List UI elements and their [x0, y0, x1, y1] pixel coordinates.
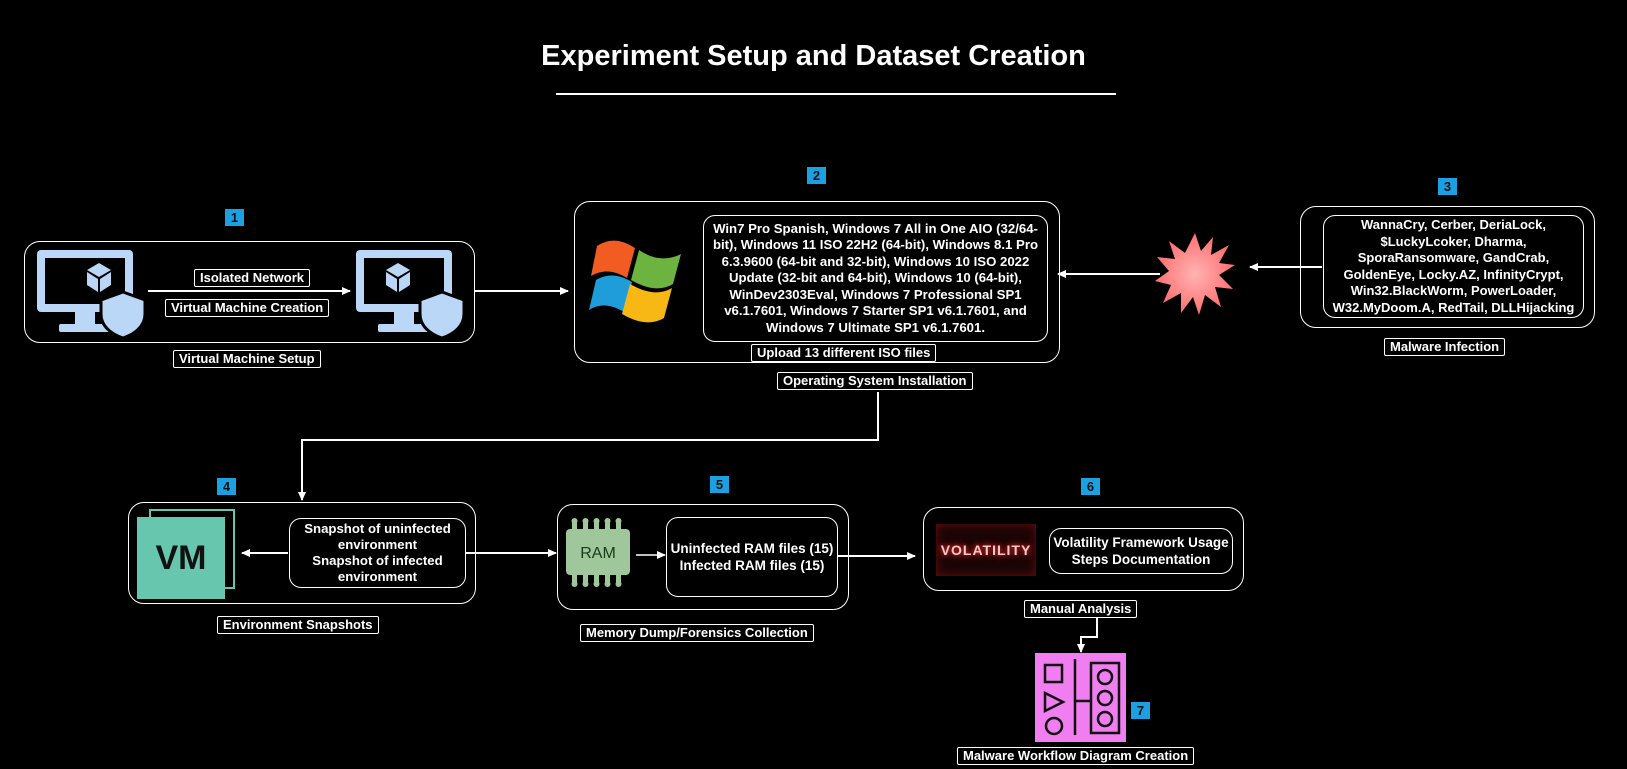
vm-creation-label: Virtual Machine Creation: [165, 299, 330, 317]
arrow-6-to-7: [1077, 617, 1098, 653]
steps-documentation: Steps Documentation: [1071, 552, 1211, 567]
step-1-badge: 1: [225, 209, 244, 226]
step-4-caption: Environment Snapshots: [217, 616, 379, 634]
ram-chip-icon: RAM: [566, 518, 630, 587]
ram-chip-label: RAM: [580, 545, 616, 562]
page-title: Experiment Setup and Dataset Creation: [541, 40, 1086, 72]
vm-icon: VM: [137, 509, 237, 599]
step-1-caption: Virtual Machine Setup: [173, 350, 321, 368]
step-7-badge: 7: [1131, 702, 1150, 719]
volatility-usage: Volatility Framework Usage: [1053, 535, 1229, 550]
step-5-caption: Memory Dump/Forensics Collection: [580, 624, 814, 642]
step-6-badge: 6: [1081, 478, 1100, 495]
malware-list-box: WannaCry, Cerber, DeriaLock, $LuckyLcoke…: [1323, 215, 1584, 318]
step-2-caption: Operating System Installation: [777, 372, 973, 390]
infected-ram-files: Infected RAM files (15): [679, 558, 825, 573]
step-4-badge: 4: [217, 478, 236, 495]
step-5-box: RAM Uninfected RAM files (15) Infected R…: [557, 504, 849, 610]
iso-upload-label: Upload 13 different ISO files: [751, 344, 937, 362]
workflow-diagram-icon: [1035, 653, 1126, 742]
monitor-shield-icon: [356, 250, 466, 338]
step-7-caption: Malware Workflow Diagram Creation: [957, 747, 1195, 765]
snapshot-uninfected: Snapshot of uninfected environment: [304, 521, 451, 552]
snapshot-box: Snapshot of uninfected environment Snaps…: [289, 518, 466, 588]
os-list-text: Win7 Pro Spanish, Windows 7 All in One A…: [712, 220, 1039, 335]
virus-icon: [1155, 233, 1235, 315]
volatility-logo-text: VOLATILITY: [940, 542, 1032, 558]
isolated-network-label: Isolated Network: [194, 269, 311, 287]
step-6-caption: Manual Analysis: [1024, 600, 1138, 618]
arrow-2-to-4: [298, 392, 879, 501]
step-3-box: WannaCry, Cerber, DeriaLock, $LuckyLcoke…: [1300, 206, 1595, 328]
snapshot-infected: Snapshot of infected environment: [312, 553, 443, 584]
volatility-logo-icon: VOLATILITY: [936, 524, 1036, 576]
step-3-badge: 3: [1438, 178, 1457, 195]
step-3-caption: Malware Infection: [1384, 338, 1506, 356]
step-4-box: VM Snapshot of uninfected environment Sn…: [128, 502, 476, 604]
title-underline: [556, 93, 1116, 95]
malware-list-text: WannaCry, Cerber, DeriaLock, $LuckyLcoke…: [1332, 217, 1575, 315]
step-6-box: VOLATILITY Volatility Framework Usage St…: [923, 507, 1244, 591]
step-2-box: Win7 Pro Spanish, Windows 7 All in One A…: [574, 201, 1060, 363]
step-5-badge: 5: [710, 476, 729, 493]
ram-files-box: Uninfected RAM files (15) Infected RAM f…: [666, 517, 838, 597]
windows-logo-icon: [589, 240, 681, 323]
uninfected-ram-files: Uninfected RAM files (15): [670, 541, 834, 556]
step-1-box: Isolated Network Virtual Machine Creatio…: [24, 241, 475, 343]
step-2-badge: 2: [807, 167, 826, 184]
monitor-shield-icon: [37, 250, 147, 338]
os-list-box: Win7 Pro Spanish, Windows 7 All in One A…: [703, 215, 1048, 342]
vm-icon-text: VM: [155, 538, 207, 577]
volatility-box: Volatility Framework Usage Steps Documen…: [1049, 528, 1233, 574]
